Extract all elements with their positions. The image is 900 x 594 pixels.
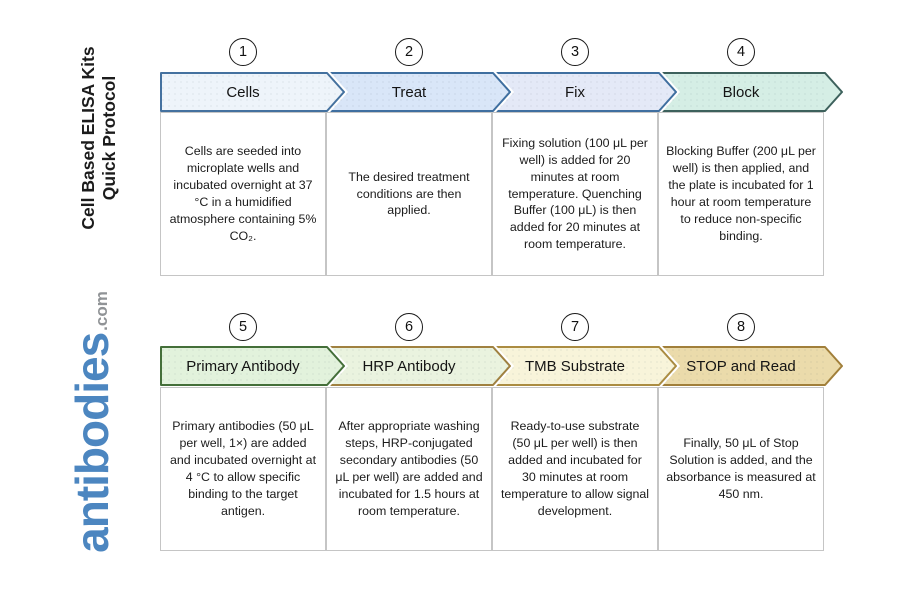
arrow-label-step-4: Block xyxy=(658,73,824,111)
page-title: Cell Based ELISA Kits Quick Protocol xyxy=(78,33,122,243)
arrow-label-step-3: Fix xyxy=(492,73,658,111)
step-numbers-row-1: 1 2 3 4 xyxy=(160,38,824,66)
step-number: 3 xyxy=(570,44,580,60)
step-description: Primary antibodies (50 μL per well, 1×) … xyxy=(169,419,317,518)
step-description: Cells are seeded into microplate wells a… xyxy=(169,144,317,243)
step-number: 7 xyxy=(570,319,580,335)
step-number-circle: 8 xyxy=(727,313,755,341)
step-description: Blocking Buffer (200 μL per well) is the… xyxy=(666,144,816,243)
brand-logo-suffix: .com xyxy=(92,291,111,331)
arrow-label-step-7: TMB Substrate xyxy=(492,347,658,385)
step-number-circle: 3 xyxy=(561,38,589,66)
page-title-line1: Cell Based ELISA Kits xyxy=(78,46,98,230)
description-box-step-4: Blocking Buffer (200 μL per well) is the… xyxy=(658,112,824,276)
step-description: The desired treatment conditions are the… xyxy=(348,169,470,218)
arrow-segment-step-1 xyxy=(160,72,345,112)
step-numbers-row-2: 5 6 7 8 xyxy=(160,313,824,341)
step-number: 8 xyxy=(736,319,746,335)
step-number-circle: 7 xyxy=(561,313,589,341)
step-number-circle: 6 xyxy=(395,313,423,341)
step-number-circle: 5 xyxy=(229,313,257,341)
description-row-2: Primary antibodies (50 μL per well, 1×) … xyxy=(160,387,824,551)
step-number: 5 xyxy=(238,319,248,335)
arrow-label-step-2: Treat xyxy=(326,73,492,111)
step-description: Finally, 50 μL of Stop Solution is added… xyxy=(666,436,816,501)
step-description: Ready-to-use substrate (50 μL per well) … xyxy=(500,419,650,518)
step-number-circle: 2 xyxy=(395,38,423,66)
step-number-circle: 1 xyxy=(229,38,257,66)
description-box-step-3: Fixing solution (100 μL per well) is add… xyxy=(492,112,658,276)
arrow-label-step-6: HRP Antibody xyxy=(326,347,492,385)
step-circle-cell: 6 xyxy=(326,313,492,341)
page-title-line2: Quick Protocol xyxy=(99,75,119,201)
step-number: 4 xyxy=(736,44,746,60)
arrow-band-svg xyxy=(160,345,847,387)
step-circle-cell: 8 xyxy=(658,313,824,341)
step-circle-cell: 1 xyxy=(160,38,326,66)
step-circle-cell: 7 xyxy=(492,313,658,341)
brand-logo-word: antibodies xyxy=(66,332,118,553)
brand-logo: antibodies.com xyxy=(48,277,136,567)
step-description: After appropriate washing steps, HRP-con… xyxy=(335,419,483,518)
step-number: 6 xyxy=(404,319,414,335)
arrow-band-svg xyxy=(160,71,847,113)
description-box-step-7: Ready-to-use substrate (50 μL per well) … xyxy=(492,387,658,551)
step-circle-cell: 4 xyxy=(658,38,824,66)
step-circle-cell: 5 xyxy=(160,313,326,341)
step-circle-cell: 3 xyxy=(492,38,658,66)
step-circle-cell: 2 xyxy=(326,38,492,66)
description-box-step-5: Primary antibodies (50 μL per well, 1×) … xyxy=(160,387,326,551)
description-box-step-1: Cells are seeded into microplate wells a… xyxy=(160,112,326,276)
step-description: Fixing solution (100 μL per well) is add… xyxy=(502,135,648,252)
description-box-step-2: The desired treatment conditions are the… xyxy=(326,112,492,276)
description-box-step-8: Finally, 50 μL of Stop Solution is added… xyxy=(658,387,824,551)
arrow-label-step-5: Primary Antibody xyxy=(160,347,326,385)
description-row-1: Cells are seeded into microplate wells a… xyxy=(160,112,824,276)
step-number: 2 xyxy=(404,44,414,60)
step-number: 1 xyxy=(238,44,248,60)
arrow-segment-step-5 xyxy=(160,346,345,386)
arrow-label-step-8: STOP and Read xyxy=(658,347,824,385)
step-number-circle: 4 xyxy=(727,38,755,66)
description-box-step-6: After appropriate washing steps, HRP-con… xyxy=(326,387,492,551)
arrow-label-step-1: Cells xyxy=(160,73,326,111)
